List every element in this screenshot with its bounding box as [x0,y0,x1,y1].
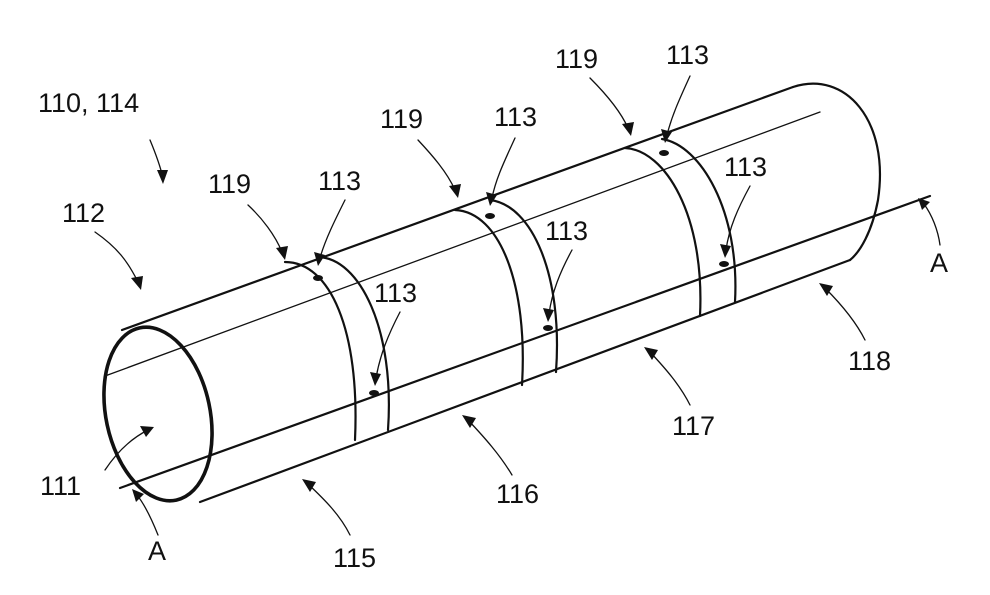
leader-116 [468,420,512,475]
arrowhead [131,276,143,290]
leader-119-2 [418,140,455,190]
leader-113-f [726,186,750,250]
axis-a-line [120,196,930,488]
arrowhead [370,372,381,386]
leader-a-left [137,495,158,535]
top-silhouette [122,87,793,330]
seam-dot [313,275,323,281]
seam-dot [659,150,669,156]
seam-dots [313,150,729,396]
label-ring-band-1: 119 [208,169,251,199]
label-section-118: 118 [848,346,891,376]
rear-end-ellipse [793,84,880,260]
leader-a-right [924,204,940,245]
reference-labels: 110, 114 112 111 119 119 119 113 113 113… [38,40,948,573]
label-axis-a-left: A [148,536,166,566]
arrowhead [543,308,554,322]
arrowhead [276,246,288,260]
leader-119-3 [590,78,628,128]
label-axis-a-right: A [930,248,948,278]
arrowhead [918,198,930,210]
leader-115 [308,484,350,535]
front-end-ellipse [89,317,227,511]
seam-dot [543,325,553,331]
band-2-left [455,210,523,385]
leader-117 [650,352,690,405]
bottom-silhouette [200,260,850,502]
tube-body [89,84,930,511]
seam-dot [719,261,729,267]
leader-113-a [320,200,345,258]
label-seam-5: 113 [545,216,588,246]
label-outer-surface: 112 [62,198,105,228]
leader-119-1 [248,205,282,252]
leader-arrows [95,76,940,535]
label-pipe: 110, 114 [38,88,139,118]
label-bore: 111 [40,471,81,501]
arrowhead [449,184,461,198]
leader-118 [825,288,865,340]
arrowhead [140,426,154,437]
label-seam-2: 113 [494,102,537,132]
label-section-116: 116 [496,479,539,509]
arrowhead [157,170,168,184]
band-1-left [285,262,356,440]
label-seam-1: 113 [318,166,361,196]
label-seam-3: 113 [666,40,709,70]
inner-top-line [105,112,820,376]
label-section-115: 115 [333,543,376,573]
seam-dot [369,390,379,396]
seam-dot [485,213,495,219]
arrowhead [622,122,634,136]
arrowhead [720,244,731,258]
leader-113-e [549,250,572,314]
label-section-117: 117 [672,411,715,441]
label-ring-band-3: 119 [555,44,598,74]
label-seam-4: 113 [374,278,417,308]
label-ring-band-2: 119 [380,104,423,134]
label-seam-6: 113 [724,152,767,182]
band-3-left [625,148,700,316]
leader-112 [95,232,138,282]
